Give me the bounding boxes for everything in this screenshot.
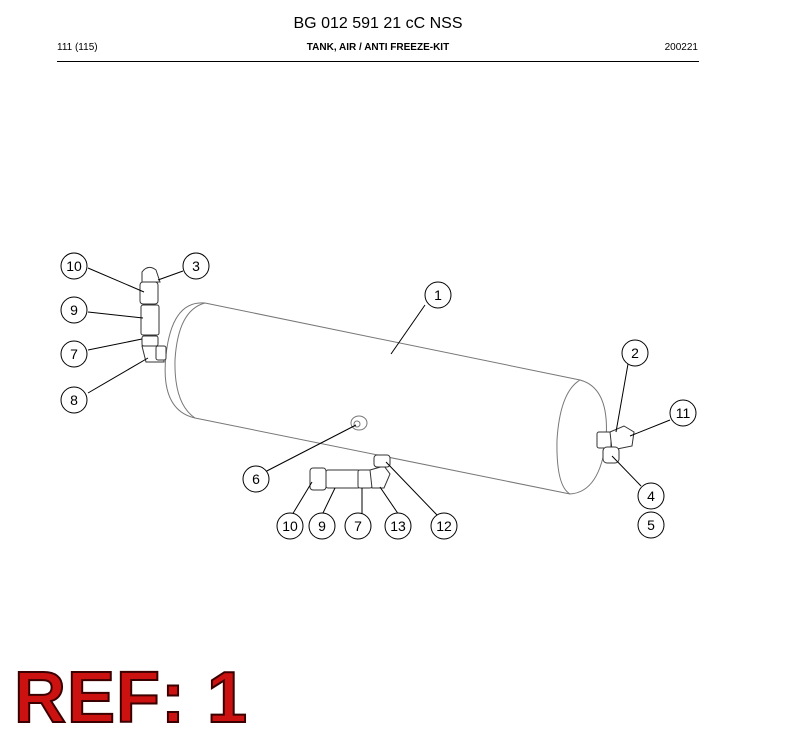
callout-13: 13 [384, 512, 412, 540]
callout-9-bottom: 9 [308, 512, 336, 540]
svg-text:9: 9 [70, 302, 78, 318]
leader-lines [87, 267, 671, 516]
callout-12: 12 [430, 512, 458, 540]
header-rule [57, 61, 699, 62]
callout-11: 11 [669, 399, 697, 427]
callout-6: 6 [242, 465, 270, 493]
callout-2: 2 [621, 339, 649, 367]
svg-text:7: 7 [354, 518, 362, 534]
right-fitting-assembly [596, 425, 635, 464]
callout-9-left: 9 [60, 296, 88, 324]
svg-text:2: 2 [631, 345, 639, 361]
left-fitting-assembly [139, 266, 167, 363]
callout-1: 1 [424, 281, 452, 309]
callout-3: 3 [182, 252, 210, 280]
ref-label: REF: 1 [13, 658, 249, 738]
svg-text:4: 4 [647, 488, 655, 504]
svg-text:12: 12 [436, 518, 452, 534]
document-code: BG 012 591 21 cC NSS [293, 15, 463, 32]
svg-text:1: 1 [434, 287, 442, 303]
page-title: TANK, AIR / ANTI FREEZE-KIT [306, 42, 450, 53]
callout-4: 4 [637, 482, 665, 510]
callout-7-bottom: 7 [344, 512, 372, 540]
svg-text:13: 13 [390, 518, 406, 534]
page-number: 111 (115) [57, 42, 98, 53]
svg-text:7: 7 [70, 346, 78, 362]
document-date: 200221 [664, 42, 698, 53]
callout-5: 5 [637, 511, 665, 539]
svg-text:5: 5 [647, 517, 655, 533]
callout-10-bottom: 10 [276, 512, 304, 540]
svg-text:3: 3 [192, 258, 200, 274]
svg-text:8: 8 [70, 392, 78, 408]
svg-text:10: 10 [66, 258, 82, 274]
svg-text:9: 9 [318, 518, 326, 534]
callout-7-left: 7 [60, 340, 88, 368]
callouts: 1 2 3 4 5 6 7 7 8 9 9 10 10 11 12 13 [60, 252, 697, 540]
bottom-fitting-assembly [309, 454, 391, 491]
svg-text:6: 6 [252, 471, 260, 487]
callout-8: 8 [60, 386, 88, 414]
callout-10-left: 10 [60, 252, 88, 280]
svg-text:10: 10 [282, 518, 298, 534]
svg-text:11: 11 [676, 405, 691, 421]
